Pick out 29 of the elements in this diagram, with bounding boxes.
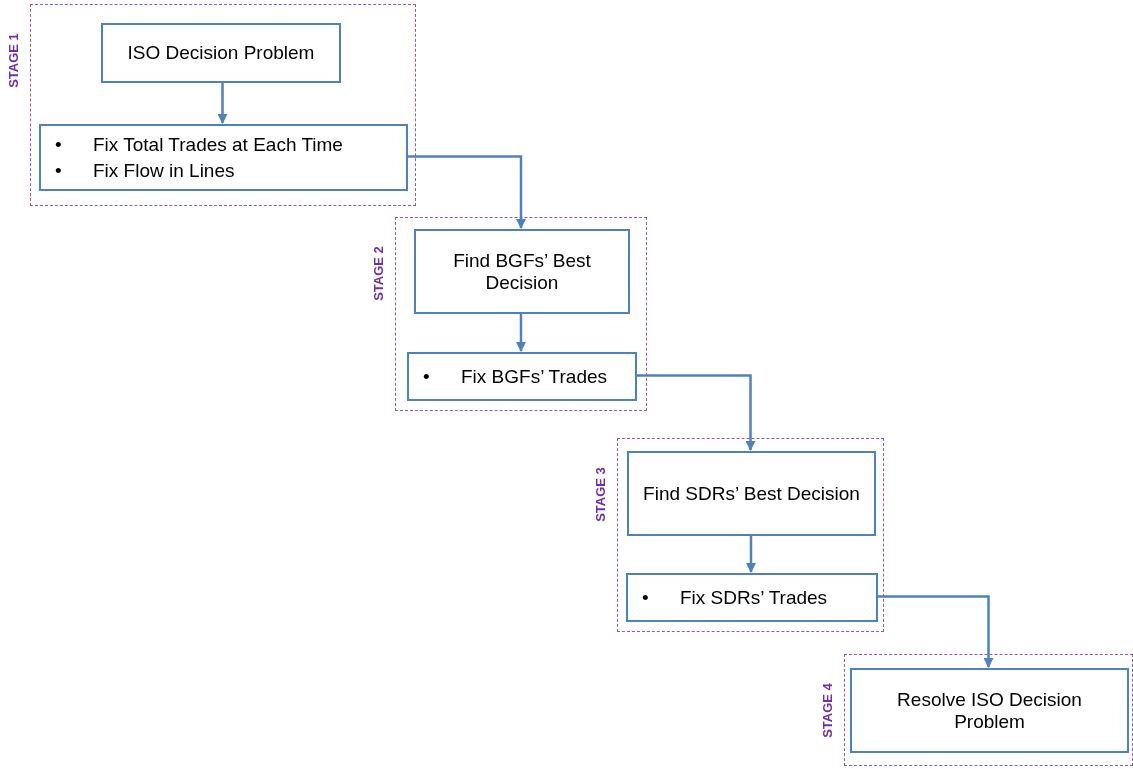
stage-label: STAGE 4: [819, 682, 835, 738]
arrow: [877, 595, 994, 668]
list-item-text: Fix SDRs’ Trades: [680, 586, 828, 609]
process-box: [627, 451, 876, 536]
list-item-text: Fix BGFs’ Trades: [461, 365, 608, 388]
process-box: [626, 573, 878, 622]
arrow: [516, 313, 526, 352]
bullet-mark: •: [642, 586, 650, 609]
arrow: [407, 155, 526, 229]
arrow: [217, 82, 228, 124]
box-text: Find SDRs’ Best Decision: [643, 482, 860, 505]
bullet-mark: •: [55, 159, 63, 182]
process-box: [39, 124, 408, 191]
bullet-mark: •: [55, 133, 63, 156]
process-box: [101, 23, 341, 83]
stage-label: STAGE 3: [592, 466, 608, 522]
box-text: ISO Decision Problem: [127, 42, 315, 64]
stage-label: STAGE 1: [5, 32, 21, 88]
box-text: Find BGFs’ Best Decision: [452, 249, 592, 294]
stage-label: STAGE 2: [370, 245, 386, 301]
process-box: [850, 668, 1129, 753]
list-item-text: Fix Total Trades at Each Time: [93, 133, 343, 156]
process-box: [414, 229, 630, 314]
process-box: [407, 352, 637, 401]
arrow: [746, 535, 756, 573]
arrow: [636, 374, 756, 451]
box-text: Resolve ISO Decision Problem: [896, 688, 1083, 733]
bullet-mark: •: [423, 365, 431, 388]
list-item-text: Fix Flow in Lines: [93, 159, 236, 182]
